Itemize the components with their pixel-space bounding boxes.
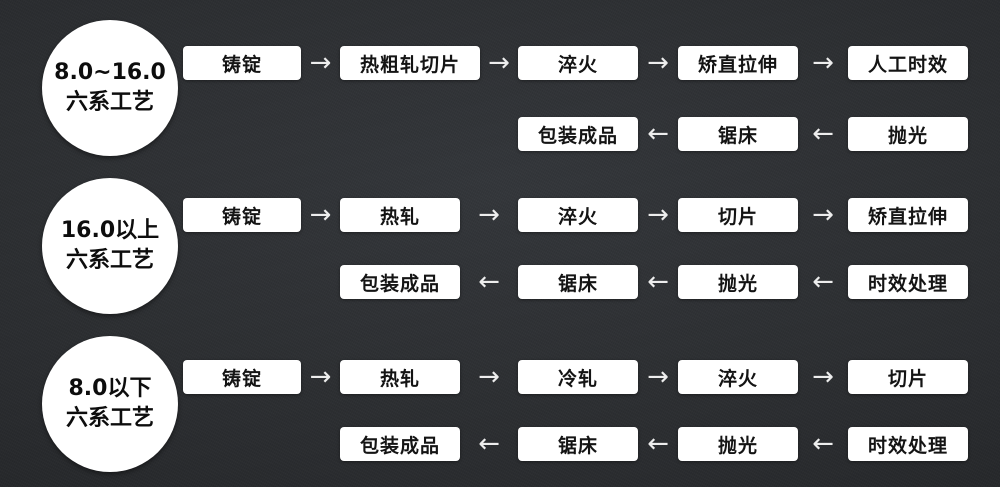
arrow-right-icon: → [812, 48, 834, 78]
step-packaging-finished-product: 包装成品 [518, 117, 638, 151]
arrow-left-icon: ← [647, 119, 669, 149]
step-quenching: 淬火 [678, 360, 798, 394]
step-sawing: 锯床 [518, 427, 638, 461]
arrow-right-icon: → [647, 48, 669, 78]
process-group-circle-2: 16.0以上 六系工艺 [42, 178, 178, 314]
step-quenching: 淬火 [518, 198, 638, 232]
step-slicing: 切片 [848, 360, 968, 394]
step-cold-rolling: 冷轧 [518, 360, 638, 394]
step-polishing: 抛光 [678, 265, 798, 299]
step-packaging-finished-product: 包装成品 [340, 265, 460, 299]
arrow-left-icon: ← [812, 119, 834, 149]
arrow-right-icon: → [309, 48, 332, 78]
step-aging-treatment: 时效处理 [848, 265, 968, 299]
step-casting-ingot: 铸锭 [183, 46, 301, 80]
arrow-left-icon: ← [812, 267, 834, 297]
step-quenching: 淬火 [518, 46, 638, 80]
process-group-circle-1: 8.0~16.0 六系工艺 [42, 20, 178, 156]
arrow-right-icon: → [488, 48, 510, 78]
step-polishing: 抛光 [848, 117, 968, 151]
arrow-right-icon: → [478, 200, 500, 230]
arrow-right-icon: → [309, 200, 332, 230]
step-casting-ingot: 铸锭 [183, 360, 301, 394]
group-3-label-line1: 8.0以下 [68, 376, 152, 402]
arrow-right-icon: → [812, 362, 834, 392]
step-artificial-aging: 人工时效 [848, 46, 968, 80]
group-1-label-line1: 8.0~16.0 [54, 60, 166, 86]
arrow-left-icon: ← [647, 267, 669, 297]
step-hot-rough-rolling-slicing: 热粗轧切片 [340, 46, 480, 80]
group-1-label-line2: 六系工艺 [65, 90, 154, 115]
step-packaging-finished-product: 包装成品 [340, 427, 460, 461]
step-hot-rolling: 热轧 [340, 198, 460, 232]
arrow-right-icon: → [478, 362, 500, 392]
step-straightening-stretching: 矫直拉伸 [848, 198, 968, 232]
arrow-right-icon: → [309, 362, 332, 392]
step-sawing: 锯床 [518, 265, 638, 299]
group-2-label-line2: 六系工艺 [65, 248, 154, 273]
group-3-label-line2: 六系工艺 [65, 406, 154, 431]
arrow-left-icon: ← [647, 429, 669, 459]
arrow-right-icon: → [647, 362, 669, 392]
arrow-right-icon: → [647, 200, 669, 230]
step-hot-rolling: 热轧 [340, 360, 460, 394]
step-aging-treatment: 时效处理 [848, 427, 968, 461]
arrow-left-icon: ← [478, 267, 500, 297]
arrow-left-icon: ← [478, 429, 500, 459]
step-sawing: 锯床 [678, 117, 798, 151]
step-slicing: 切片 [678, 198, 798, 232]
process-group-circle-3: 8.0以下 六系工艺 [42, 336, 178, 472]
step-polishing: 抛光 [678, 427, 798, 461]
group-2-label-line1: 16.0以上 [60, 218, 160, 244]
arrow-left-icon: ← [812, 429, 834, 459]
arrow-right-icon: → [812, 200, 834, 230]
step-straightening-stretching: 矫直拉伸 [678, 46, 798, 80]
step-casting-ingot: 铸锭 [183, 198, 301, 232]
